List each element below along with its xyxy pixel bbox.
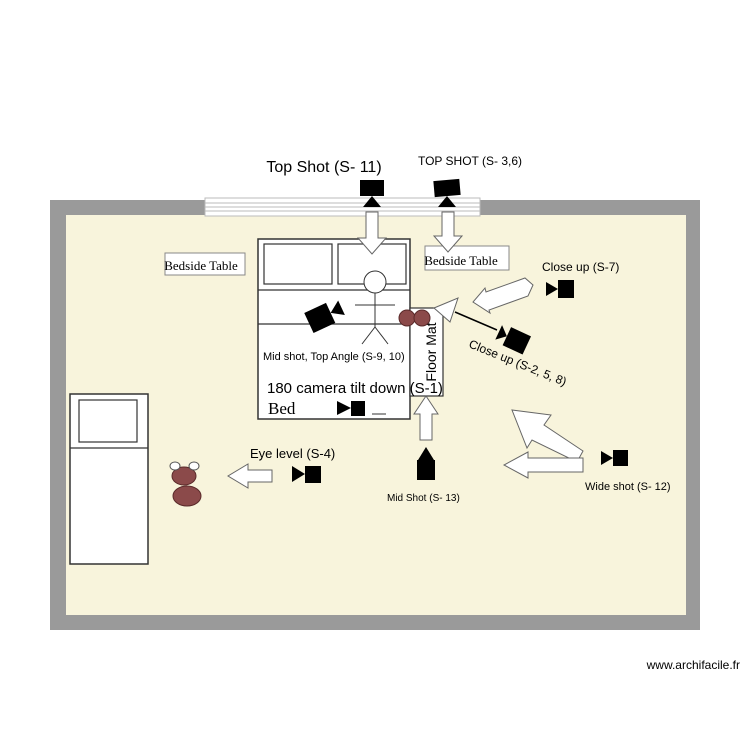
camera-icon bbox=[337, 401, 365, 416]
bedside-table-left-label: Bedside Table bbox=[164, 258, 238, 273]
label-top-shot-11: Top Shot (S- 11) bbox=[266, 159, 381, 176]
bedside-table-right-label: Bedside Table bbox=[424, 253, 498, 268]
stick-figure-icon bbox=[355, 270, 395, 345]
label-mid-shot-top-angle: Mid shot, Top Angle (S-9, 10) bbox=[263, 351, 405, 363]
camera-icon bbox=[546, 280, 574, 298]
watermark: www.archifacile.fr bbox=[646, 658, 740, 672]
bedside-table-left bbox=[164, 252, 246, 276]
label-top-shot-3-6: TOP SHOT (S- 3,6) bbox=[418, 154, 522, 168]
label-eye-level: Eye level (S-4) bbox=[250, 446, 335, 461]
camera-icon bbox=[292, 466, 321, 483]
camera-icon bbox=[417, 447, 435, 480]
label-wide-shot-12: Wide shot (S- 12) bbox=[585, 481, 671, 493]
character-icon bbox=[169, 461, 202, 507]
arrow-icon bbox=[227, 211, 584, 489]
camera-icon bbox=[495, 325, 532, 355]
floor-mat-label: Floor Mat bbox=[423, 322, 439, 381]
character-icon bbox=[398, 309, 431, 327]
camera-icon bbox=[360, 180, 384, 207]
camera-icon bbox=[601, 450, 628, 466]
bedside-table-right bbox=[424, 245, 510, 271]
label-bed: Bed bbox=[268, 399, 296, 418]
label-close-up-7: Close up (S-7) bbox=[542, 260, 619, 274]
second-bed bbox=[69, 393, 149, 565]
label-mid-shot-13: Mid Shot (S- 13) bbox=[387, 493, 460, 504]
camera-icon bbox=[433, 178, 461, 207]
camera-icon bbox=[304, 300, 345, 333]
window bbox=[204, 197, 481, 217]
label-camera-tilt: 180 camera tilt down (S-1) bbox=[267, 380, 443, 397]
